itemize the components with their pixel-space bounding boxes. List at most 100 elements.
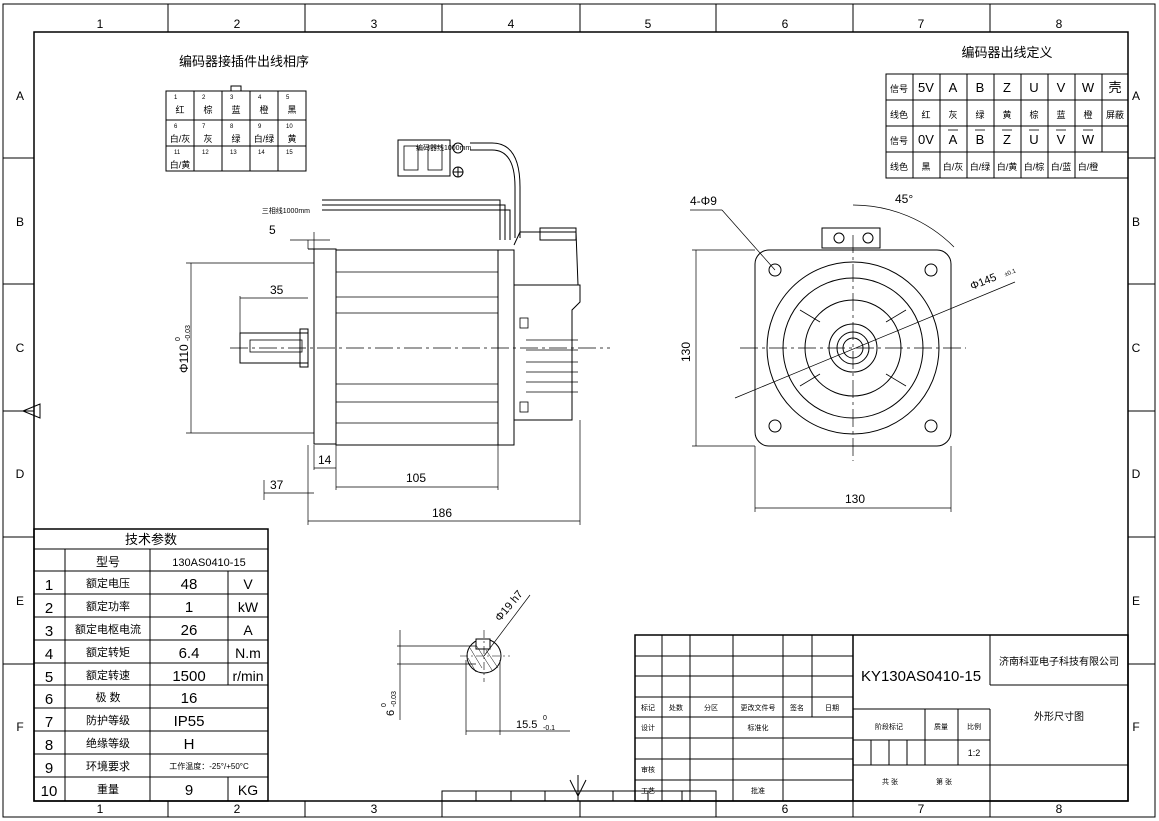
encoder-cell: 信号 <box>890 83 908 94</box>
param-value: 26 <box>181 622 198 639</box>
col-label: 7 <box>918 17 925 31</box>
pin-number: 14 <box>258 150 265 156</box>
row-label: E <box>16 594 24 608</box>
param-value: 1500 <box>172 668 205 685</box>
scale-label: 比例 <box>967 722 981 731</box>
drawing-model: KY130AS0410-15 <box>861 668 981 685</box>
param-value: 9 <box>185 782 193 799</box>
encoder-cell: V <box>1057 132 1066 147</box>
encoder-cell: 屏蔽 <box>1106 109 1124 120</box>
encoder-cell: 白/棕 <box>1024 161 1045 172</box>
shaft-section <box>397 594 570 735</box>
param-name: 极 数 <box>95 690 120 704</box>
param-name: 重量 <box>97 782 119 796</box>
row-label: B <box>1132 215 1140 229</box>
sheets-total: 共 张 <box>882 777 898 786</box>
pin-color: 白/黄 <box>170 159 191 170</box>
param-index: 2 <box>45 600 53 617</box>
encoder-cell: 白/蓝 <box>1051 161 1072 172</box>
encoder-cell: 0V <box>918 132 934 147</box>
dim-diameter-110-tol-upper: 0 <box>175 337 182 341</box>
col-label: 8 <box>1056 17 1063 31</box>
pin-number: 6 <box>174 124 178 130</box>
col-label: 2 <box>234 802 241 816</box>
encoder-cell: 绿 <box>975 109 984 120</box>
dim-105: 105 <box>406 471 426 485</box>
encoder-cell: Z <box>1003 80 1011 95</box>
process-label: 工艺 <box>641 787 655 795</box>
encoder-cell: 红 <box>921 109 930 120</box>
param-name: 防护等级 <box>86 713 130 727</box>
connector-title: 编码器接插件出线相序 <box>179 54 309 70</box>
encoder-cell: 黄 <box>1002 109 1011 120</box>
row-label: C <box>1132 341 1141 355</box>
pin-color: 绿 <box>231 133 240 144</box>
params-title: 技术参数 <box>125 532 177 547</box>
encoder-cell: B <box>976 80 985 95</box>
pin-number: 8 <box>230 124 234 130</box>
design-label: 设计 <box>641 723 655 732</box>
hdr-count: 处数 <box>669 703 683 712</box>
pin-number: 13 <box>230 150 237 156</box>
encoder-cell: W <box>1082 80 1095 95</box>
param-name: 额定电压 <box>86 576 130 590</box>
param-value: 6.4 <box>179 645 200 662</box>
encoder-cell: W <box>1082 132 1095 147</box>
key-depth-tol-lower: -0.1 <box>543 725 555 732</box>
param-value: H <box>184 736 195 753</box>
param-unit: kW <box>238 599 259 615</box>
encoder-cell: 灰 <box>948 109 957 120</box>
row-label: B <box>16 215 24 229</box>
title-block: 标记 处数 分区 更改文件号 签名 日期 设计 标准化 审核 工艺 批准 阶段标… <box>634 634 1129 802</box>
col-label: 6 <box>782 802 789 816</box>
center-mark-left <box>21 403 41 419</box>
weight-label: 质量 <box>934 722 948 731</box>
param-name: 绝缘等级 <box>86 736 130 750</box>
hdr-zone: 分区 <box>704 703 718 712</box>
dim-diameter-110: Φ110 <box>177 344 191 373</box>
param-name: 环境要求 <box>86 759 130 773</box>
pin-number: 2 <box>202 95 206 101</box>
encoder-cell: 壳 <box>1108 80 1121 95</box>
model-label: 型号 <box>96 555 120 569</box>
pin-number: 15 <box>286 150 293 156</box>
pin-color: 橙 <box>259 104 268 115</box>
encoder-cell: 白/黄 <box>997 161 1018 172</box>
param-index: 8 <box>45 737 53 754</box>
row-label: D <box>1132 467 1141 481</box>
encoder-cell: 白/绿 <box>970 161 991 172</box>
col-label: 5 <box>645 17 652 31</box>
pin-number: 1 <box>174 95 178 101</box>
pin-color: 棕 <box>203 104 212 115</box>
encoder-cell: B <box>976 132 985 147</box>
pin-number: 7 <box>202 124 206 130</box>
encoder-cell: A <box>949 80 958 95</box>
pin-color: 黑 <box>287 105 296 115</box>
param-index: 6 <box>45 691 53 708</box>
hdr-sign: 签名 <box>790 703 804 712</box>
pin-color: 黄 <box>287 133 296 144</box>
pin-number: 3 <box>230 95 234 101</box>
side-view <box>186 139 610 525</box>
param-index: 7 <box>45 714 53 731</box>
encoder-def-title: 编码器出线定义 <box>961 46 1052 61</box>
pin-number: 11 <box>174 150 181 156</box>
power-cable-label: 三相线1000mm <box>262 206 310 215</box>
param-unit: KG <box>238 782 258 798</box>
param-name: 额定电枢电流 <box>75 622 141 636</box>
dim-37: 37 <box>270 478 284 492</box>
pin-number: 10 <box>286 124 293 130</box>
key-depth-tol-upper: 0 <box>543 715 547 722</box>
col-label: 7 <box>918 802 925 816</box>
inner-border <box>33 31 1129 802</box>
param-index: 1 <box>45 577 53 594</box>
encoder-cell: 线色 <box>890 109 908 120</box>
encoder-cell: Z <box>1003 132 1011 147</box>
encoder-cell: V <box>1057 80 1066 95</box>
standard-label: 标准化 <box>748 723 769 732</box>
param-name: 额定转矩 <box>86 645 130 659</box>
pin-color: 灰 <box>203 133 212 144</box>
param-index: 3 <box>45 623 53 640</box>
